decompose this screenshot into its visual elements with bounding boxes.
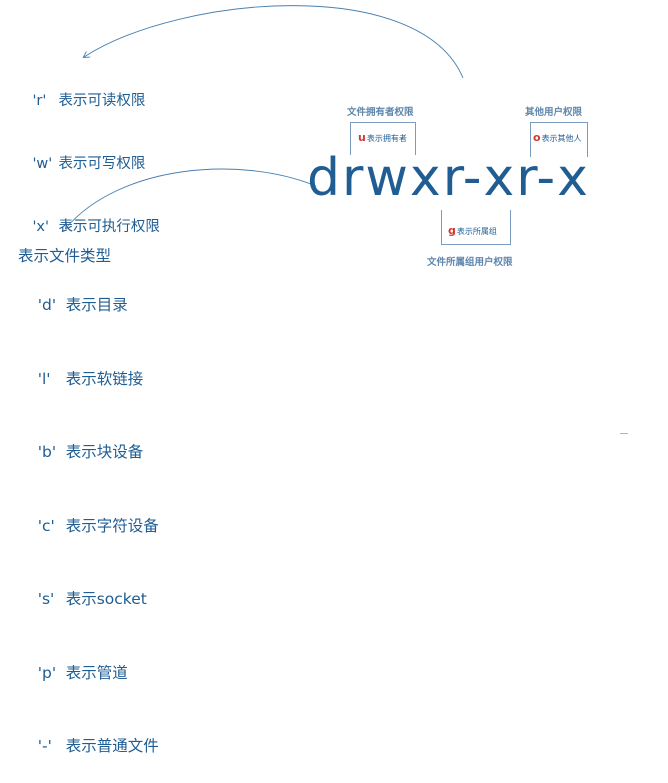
file-type-item-s: 's'表示socket	[18, 563, 159, 637]
permission-desc: 表示可读权限	[58, 93, 145, 109]
permission-legend: 'r'表示可读权限 'w'表示可写权限 'x'表示可执行权限	[14, 70, 160, 259]
other-letter: o	[533, 131, 541, 144]
file-type-item-p: 'p'表示管道	[18, 636, 159, 710]
type-desc: 表示目录	[66, 296, 128, 314]
type-desc: 表示socket	[66, 590, 147, 608]
permission-desc: 表示可写权限	[58, 156, 145, 172]
permission-item-w: 'w'表示可写权限	[14, 133, 160, 196]
type-code: 'd'	[38, 293, 66, 318]
type-desc: 表示块设备	[66, 443, 144, 461]
group-desc: 表示所属组	[457, 227, 497, 236]
type-desc: 表示管道	[66, 664, 128, 682]
permission-string: drwxr-xr-x	[307, 148, 590, 208]
other-desc: 表示其他人	[542, 134, 582, 143]
file-type-legend: 表示文件类型 'd'表示目录 'l'表示软链接 'b'表示块设备 'c'表示字符…	[18, 244, 159, 783]
permission-desc: 表示可执行权限	[58, 219, 160, 235]
type-desc: 表示字符设备	[66, 517, 159, 535]
owner-permission-title: 文件拥有者权限	[347, 104, 414, 118]
type-code: 'c'	[38, 514, 66, 539]
type-code: 'l'	[38, 367, 66, 392]
group-letter: g	[448, 224, 456, 237]
type-code: 's'	[38, 587, 66, 612]
file-type-item-regular: '-'表示普通文件	[18, 710, 159, 783]
owner-desc: 表示拥有者	[367, 134, 407, 143]
permission-item-r: 'r'表示可读权限	[14, 70, 160, 133]
group-permission-title: 文件所属组用户权限	[427, 254, 513, 268]
file-type-item-l: 'l'表示软链接	[18, 342, 159, 416]
group-sub-label: g表示所属组	[448, 224, 497, 237]
type-desc: 表示普通文件	[66, 737, 159, 755]
file-type-item-b: 'b'表示块设备	[18, 416, 159, 490]
permission-code: 'r'	[32, 91, 58, 112]
other-sub-label: o表示其他人	[533, 131, 582, 144]
owner-sub-label: u表示拥有者	[358, 131, 407, 144]
type-code: 'p'	[38, 661, 66, 686]
file-type-item-c: 'c'表示字符设备	[18, 489, 159, 563]
type-code: '-'	[38, 734, 66, 759]
permission-code: 'w'	[32, 154, 58, 175]
file-type-title: 表示文件类型	[18, 244, 159, 269]
file-type-item-d: 'd'表示目录	[18, 269, 159, 343]
owner-letter: u	[358, 131, 366, 144]
type-code: 'b'	[38, 440, 66, 465]
permission-code: 'x'	[32, 217, 58, 238]
type-desc: 表示软链接	[66, 370, 144, 388]
permission-arrow	[84, 6, 463, 78]
other-permission-title: 其他用户权限	[525, 104, 582, 118]
